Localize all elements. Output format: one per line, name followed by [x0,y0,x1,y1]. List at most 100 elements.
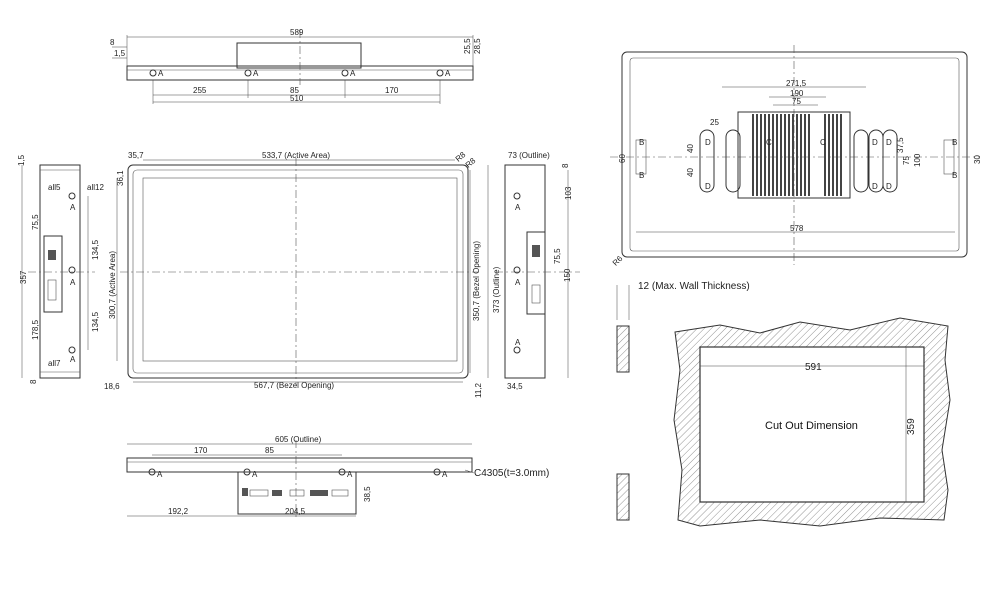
dim-35-7: 35,7 [128,151,144,160]
top-marker-a4: A [445,69,451,78]
dim-bezel-width: 567,7 (Bezel Opening) [254,381,334,390]
rear-label-d6: D [886,182,892,191]
dim-170: 170 [385,86,399,95]
right-io-module [526,231,546,315]
front-view: 533,7 (Active Area) 35,7 R8 R8 36,1 300,… [104,150,501,398]
dim-271-5: 271,5 [786,79,807,88]
dim-204-5: 204,5 [285,507,306,516]
dim-all5: all5 [48,183,61,192]
dim-width-589: 589 [290,28,304,37]
rear-outline [621,51,968,258]
dim-bottom-170: 170 [194,446,208,455]
dim-134-5-b: 134,5 [91,311,100,332]
rear-label-d1: D [705,138,711,147]
bottom-marker-a3: A [347,470,353,479]
rear-label-b3: B [952,138,957,147]
dim-75: 75 [792,97,801,106]
rear-heatsink-fins [752,114,812,196]
bottom-marker-a2: A [252,470,258,479]
wall-thickness-label: 12 (Max. Wall Thickness) [638,281,750,292]
dim-active-width: 533,7 (Active Area) [262,151,330,160]
right-marker-a2: A [515,278,521,287]
dim-36-1: 36,1 [116,170,125,186]
rear-label-d3: D [872,138,878,147]
top-marker-a1: A [158,69,164,78]
rear-label-d4: D [886,138,892,147]
dim-bottom-85: 85 [265,446,274,455]
dim-192-2: 192,2 [168,507,189,516]
dim-75-v: 75 [902,156,911,165]
dim-510: 510 [290,94,304,103]
dim-578: 578 [790,224,804,233]
dim-60: 60 [618,154,627,163]
cutout-view: 12 (Max. Wall Thickness) 591 359 Cut Out… [616,281,951,527]
dim-85: 85 [290,86,299,95]
bottom-marker-a4: A [442,470,448,479]
dim-40-b: 40 [686,168,695,177]
cutout-height: 359 [906,418,917,435]
dim-all12: all12 [87,183,104,192]
front-bezel-opening [132,169,464,374]
dim-bezel-height: 350,7 (Bezel Opening) [472,241,481,321]
cutout-width: 591 [805,362,822,373]
dim-right-75-5: 75,5 [553,248,562,264]
dim-18-6: 18,6 [104,382,120,391]
front-outline [127,164,469,379]
dim-34-5: 34,5 [507,382,523,391]
dim-178-5: 178,5 [31,319,40,340]
cutout-opening [699,346,925,503]
top-marker-a2: A [253,69,259,78]
right-marker-a1: A [515,203,521,212]
dim-150: 150 [563,268,572,282]
bottom-panel-edge [126,457,473,473]
rear-label-b1: B [639,138,644,147]
dim-357: 357 [19,270,28,284]
bottom-box-housing [237,471,357,515]
dim-left-1-5: 1,5 [17,154,26,166]
cutout-title: Cut Out Dimension [765,420,858,432]
dim-134-5-a: 134,5 [91,239,100,260]
rear-label-c1: C [766,138,772,147]
left-marker-a1: A [70,203,76,212]
dim-40-a: 40 [686,144,695,153]
bottom-marker-a1: A [157,470,163,479]
bottom-view: A A A A 605 (Outline) 170 85 C4305(t=3.0… [126,435,549,520]
top-marker-a3: A [350,69,356,78]
top-box-housing [236,42,362,69]
wall-section-top [616,325,630,373]
dim-all7: all7 [48,359,61,368]
front-active-area [142,177,458,362]
rear-heatsink-box [737,111,851,199]
dim-38-5: 38,5 [363,486,372,502]
left-marker-a3: A [70,355,76,364]
left-io-module [43,235,63,313]
top-view: A A A A 589 8 1,5 25,5 28,5 255 85 170 5… [110,28,482,104]
dim-37-5: 37,5 [896,137,905,153]
dim-100: 100 [913,153,922,167]
dim-active-height: 300,7 (Active Area) [108,251,117,319]
rear-label-b2: B [639,171,644,180]
dim-right-8: 8 [561,163,570,168]
dim-r6: R6 [611,254,625,268]
rear-label-d5: D [872,182,878,191]
right-side-body [504,164,546,379]
rear-view: B B B B D D D D D D C C 271,5 190 75 25 … [610,45,982,268]
callout-c4305: C4305(t=3.0mm) [474,468,549,479]
rear-label-d2: D [705,182,711,191]
dim-30: 30 [973,155,982,164]
left-side-body [39,164,81,379]
dim-left-75-5: 75,5 [31,214,40,230]
bottom-io-ports [242,488,349,497]
dim-right-outline: 73 (Outline) [508,151,550,160]
dim-605-outline: 605 (Outline) [275,435,322,444]
dim-top-25-5: 25,5 [463,38,472,54]
dim-outline-373: 373 (Outline) [492,266,501,313]
dim-top-8: 8 [110,38,115,47]
top-screws [149,69,444,77]
dim-top-1-5: 1,5 [114,49,126,58]
dim-top-28-5: 28,5 [473,38,482,54]
left-side-view: A A A 1,5 all5 all12 75,5 357 134,5 134,… [17,154,104,384]
dim-190: 190 [790,89,804,98]
left-marker-a2: A [70,278,76,287]
